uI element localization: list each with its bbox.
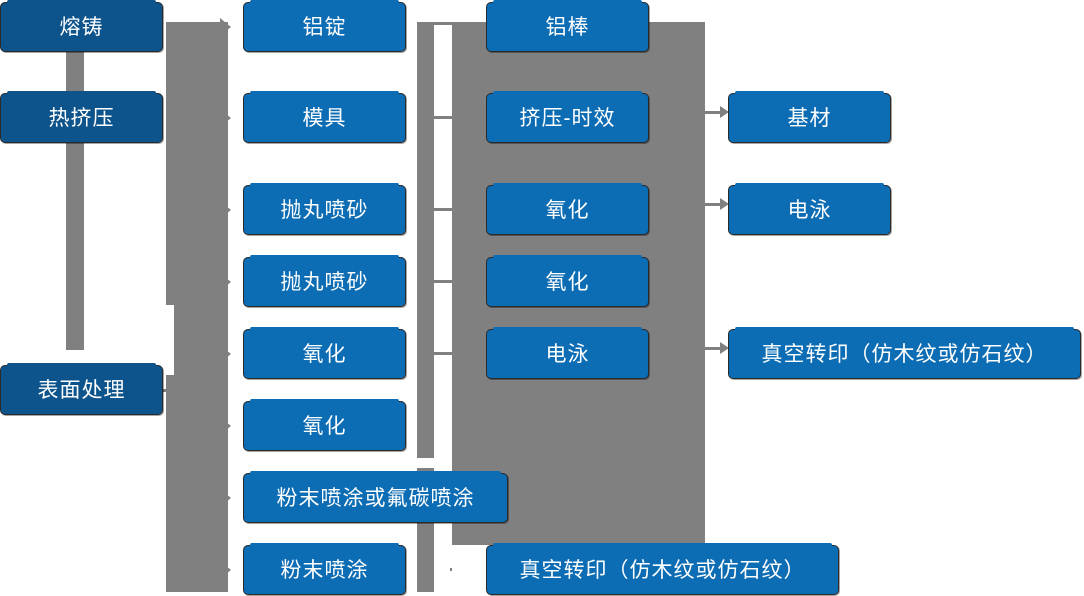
- node-aluminium-ingot[interactable]: 铝锭: [243, 0, 406, 52]
- node-electrophoresis-2[interactable]: 电泳: [728, 183, 891, 235]
- input-feed-arrow-oxidation-2: [220, 417, 231, 435]
- input-feed-arrow-shot-blast-1: [220, 201, 231, 219]
- node-vacuum-transfer-2[interactable]: 真空转印（仿木纹或仿石纹）: [728, 327, 1081, 379]
- surface-treatment-stub-notch: [152, 305, 174, 375]
- input-feed-arrow-ingot: [220, 18, 231, 36]
- arrow-shaft: [705, 110, 720, 114]
- rail-gap-3: [434, 211, 452, 280]
- process-rung-aluminium-bar: [434, 22, 452, 25]
- node-label: 真空转印（仿木纹或仿石纹）: [761, 342, 1048, 366]
- node-label: 粉末喷涂或氟碳喷涂: [276, 486, 475, 510]
- narrow-rail-break: [417, 458, 434, 468]
- node-vacuum-transfer-1[interactable]: 真空转印（仿木纹或仿石纹）: [486, 543, 839, 595]
- arrow-shaft: [705, 346, 720, 350]
- input-feed-band: [166, 22, 228, 592]
- arrow-head: [720, 342, 729, 354]
- node-label: 铝锭: [302, 15, 347, 39]
- node-melt-cast[interactable]: 熔铸: [0, 0, 163, 52]
- node-label: 模具: [302, 106, 347, 130]
- node-shot-blast-2[interactable]: 抛丸喷砂: [243, 255, 406, 307]
- node-powder-coating[interactable]: 粉末喷涂: [243, 543, 406, 595]
- node-mould[interactable]: 模具: [243, 91, 406, 143]
- node-oxidation-1[interactable]: 氧化: [243, 327, 406, 379]
- node-label: 挤压-时效: [519, 106, 616, 130]
- rail-gap-4: [434, 283, 452, 352]
- node-label: 基材: [787, 106, 832, 130]
- node-label: 氧化: [302, 414, 347, 438]
- process-rung-electrophoresis: [434, 352, 452, 355]
- node-electrophoresis-1[interactable]: 电泳: [486, 327, 649, 379]
- node-aluminium-bar[interactable]: 铝棒: [486, 0, 649, 52]
- process-rung-extrusion-aging: [434, 116, 452, 119]
- node-label: 电泳: [787, 198, 832, 222]
- node-oxidation-2[interactable]: 氧化: [243, 399, 406, 451]
- node-base-material[interactable]: 基材: [728, 91, 891, 143]
- process-rung-oxidation-4: [434, 280, 452, 283]
- input-feed-arrow-shot-blast-2: [220, 273, 231, 291]
- node-powder-or-pvdf[interactable]: 粉末喷涂或氟碳喷涂: [243, 471, 508, 523]
- rail-gap-5: [434, 355, 452, 465]
- node-oxidation-3[interactable]: 氧化: [486, 183, 649, 235]
- input-feed-arrow-oxidation-1: [220, 345, 231, 363]
- node-label: 热挤压: [48, 106, 115, 130]
- node-label: 氧化: [545, 270, 590, 294]
- node-label: 氧化: [302, 342, 347, 366]
- node-label: 铝棒: [545, 15, 590, 39]
- arrow-head: [720, 198, 729, 210]
- node-label: 真空转印（仿木纹或仿石纹）: [519, 558, 806, 582]
- surface-treatment-stub-line: [160, 389, 180, 392]
- input-feed-arrow-mould: [220, 109, 231, 127]
- node-label: 氧化: [545, 198, 590, 222]
- node-oxidation-4[interactable]: 氧化: [486, 255, 649, 307]
- process-rail-narrow: [417, 22, 434, 592]
- rail-gap-upper: [434, 25, 452, 116]
- node-label: 抛丸喷砂: [280, 270, 369, 294]
- node-shot-blast-1[interactable]: 抛丸喷砂: [243, 183, 406, 235]
- stage-spine-arrow-to-hot-extrusion: [66, 78, 84, 89]
- node-label: 熔铸: [59, 15, 104, 39]
- node-label: 抛丸喷砂: [280, 198, 369, 222]
- stage-spine-arrow-to-surface-treatment: [66, 325, 84, 336]
- arrow-head: [720, 106, 729, 118]
- arrow-shaft: [705, 202, 720, 206]
- input-feed-arrow-powder-coating: [220, 561, 231, 579]
- process-rung-oxidation-3: [434, 208, 452, 211]
- node-surface-treatment[interactable]: 表面处理: [0, 363, 163, 415]
- node-label: 电泳: [545, 342, 590, 366]
- input-feed-arrow-powder-or-pvdf: [220, 489, 231, 507]
- node-extrusion-aging[interactable]: 挤压-时效: [486, 91, 649, 143]
- node-label: 表面处理: [37, 378, 126, 402]
- node-label: 粉末喷涂: [280, 558, 369, 582]
- node-hot-extrusion[interactable]: 热挤压: [0, 91, 163, 143]
- rail-gap-2: [434, 119, 452, 208]
